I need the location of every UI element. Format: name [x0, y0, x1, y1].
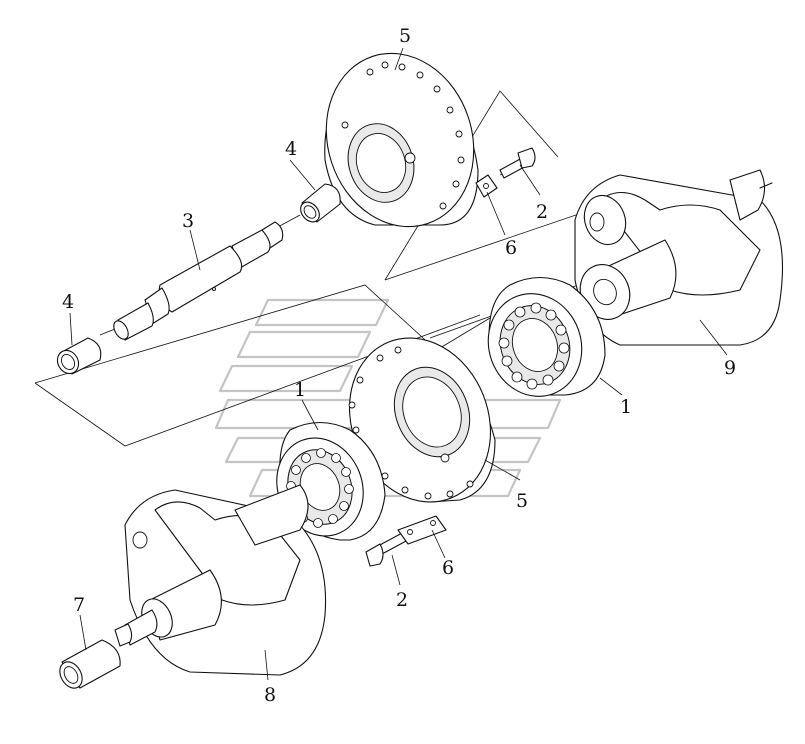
bushing-top: [300, 183, 341, 223]
bolt-bottom: [365, 531, 409, 567]
housing-bottom: [348, 337, 496, 503]
bearing-right: [487, 277, 606, 397]
callout-sleeve: 7: [73, 594, 85, 616]
crank-bottom: [114, 484, 327, 676]
shaft: [113, 221, 284, 341]
callout-bearing-left: 1: [294, 379, 306, 401]
washer-top: [475, 174, 498, 198]
bearing-left: [276, 422, 386, 541]
sleeve: [59, 639, 121, 689]
callout-bushing-top: 4: [285, 138, 297, 160]
callout-crank-top: 9: [724, 357, 736, 379]
crank-top: [574, 169, 784, 346]
callout-leaders: [69, 47, 728, 681]
callout-bolt-bottom: 2: [396, 589, 408, 611]
callout-labels: 5 4 3 4 2 6 9 1 1 5 6 2 7 8: [62, 25, 736, 706]
callout-washer-bottom: 6: [442, 557, 454, 579]
callout-bearing-right: 1: [620, 396, 632, 418]
bushing-left: [56, 337, 102, 375]
bolt-top: [499, 147, 536, 179]
callout-bushing-left: 4: [62, 291, 74, 313]
callout-bolt-top: 2: [536, 201, 548, 223]
callout-shaft: 3: [182, 210, 194, 232]
housing-top: [324, 52, 479, 228]
washer-bottom: [397, 515, 447, 545]
callout-crank-bottom: 8: [264, 684, 276, 706]
callout-washer-top: 6: [505, 237, 517, 259]
callout-housing-bottom: 5: [516, 490, 528, 512]
callout-housing-top: 5: [399, 25, 411, 47]
